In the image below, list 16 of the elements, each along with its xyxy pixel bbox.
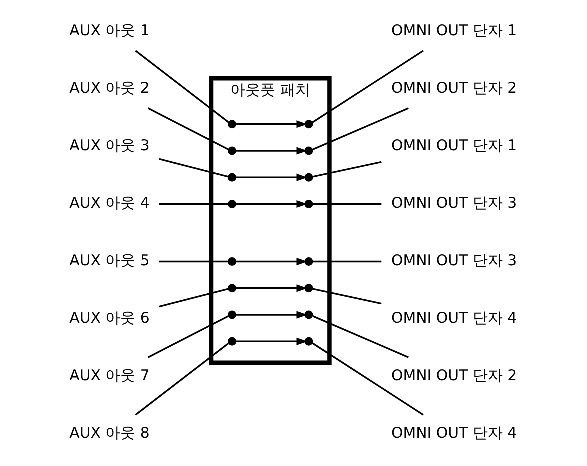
node-text: AUX 아웃 2	[70, 79, 150, 98]
node-text: OMNI OUT 단자 1	[392, 136, 518, 155]
node-text: AUX 아웃 8	[70, 424, 150, 442]
node-text: AUX 아웃 1	[70, 22, 150, 40]
node-text: AUX 아웃 6	[70, 309, 150, 328]
node-text: OMNI OUT 단자 2	[392, 79, 518, 98]
node-text: AUX 아웃 7	[70, 366, 150, 385]
node-text: OMNI OUT 단자 4	[392, 309, 518, 328]
node-text: OMNI OUT 단자 2	[392, 366, 518, 385]
node-text: OMNI OUT 단자 3	[392, 194, 518, 212]
node-text: AUX 아웃 5	[70, 252, 150, 270]
node-text: AUX 아웃 4	[70, 194, 150, 212]
node-text: OMNI OUT 단자 3	[392, 252, 518, 270]
node-text: OMNI OUT 단자 4	[392, 424, 518, 442]
node-text: OMNI OUT 단자 1	[392, 22, 518, 40]
node-text: AUX 아웃 3	[70, 136, 150, 155]
